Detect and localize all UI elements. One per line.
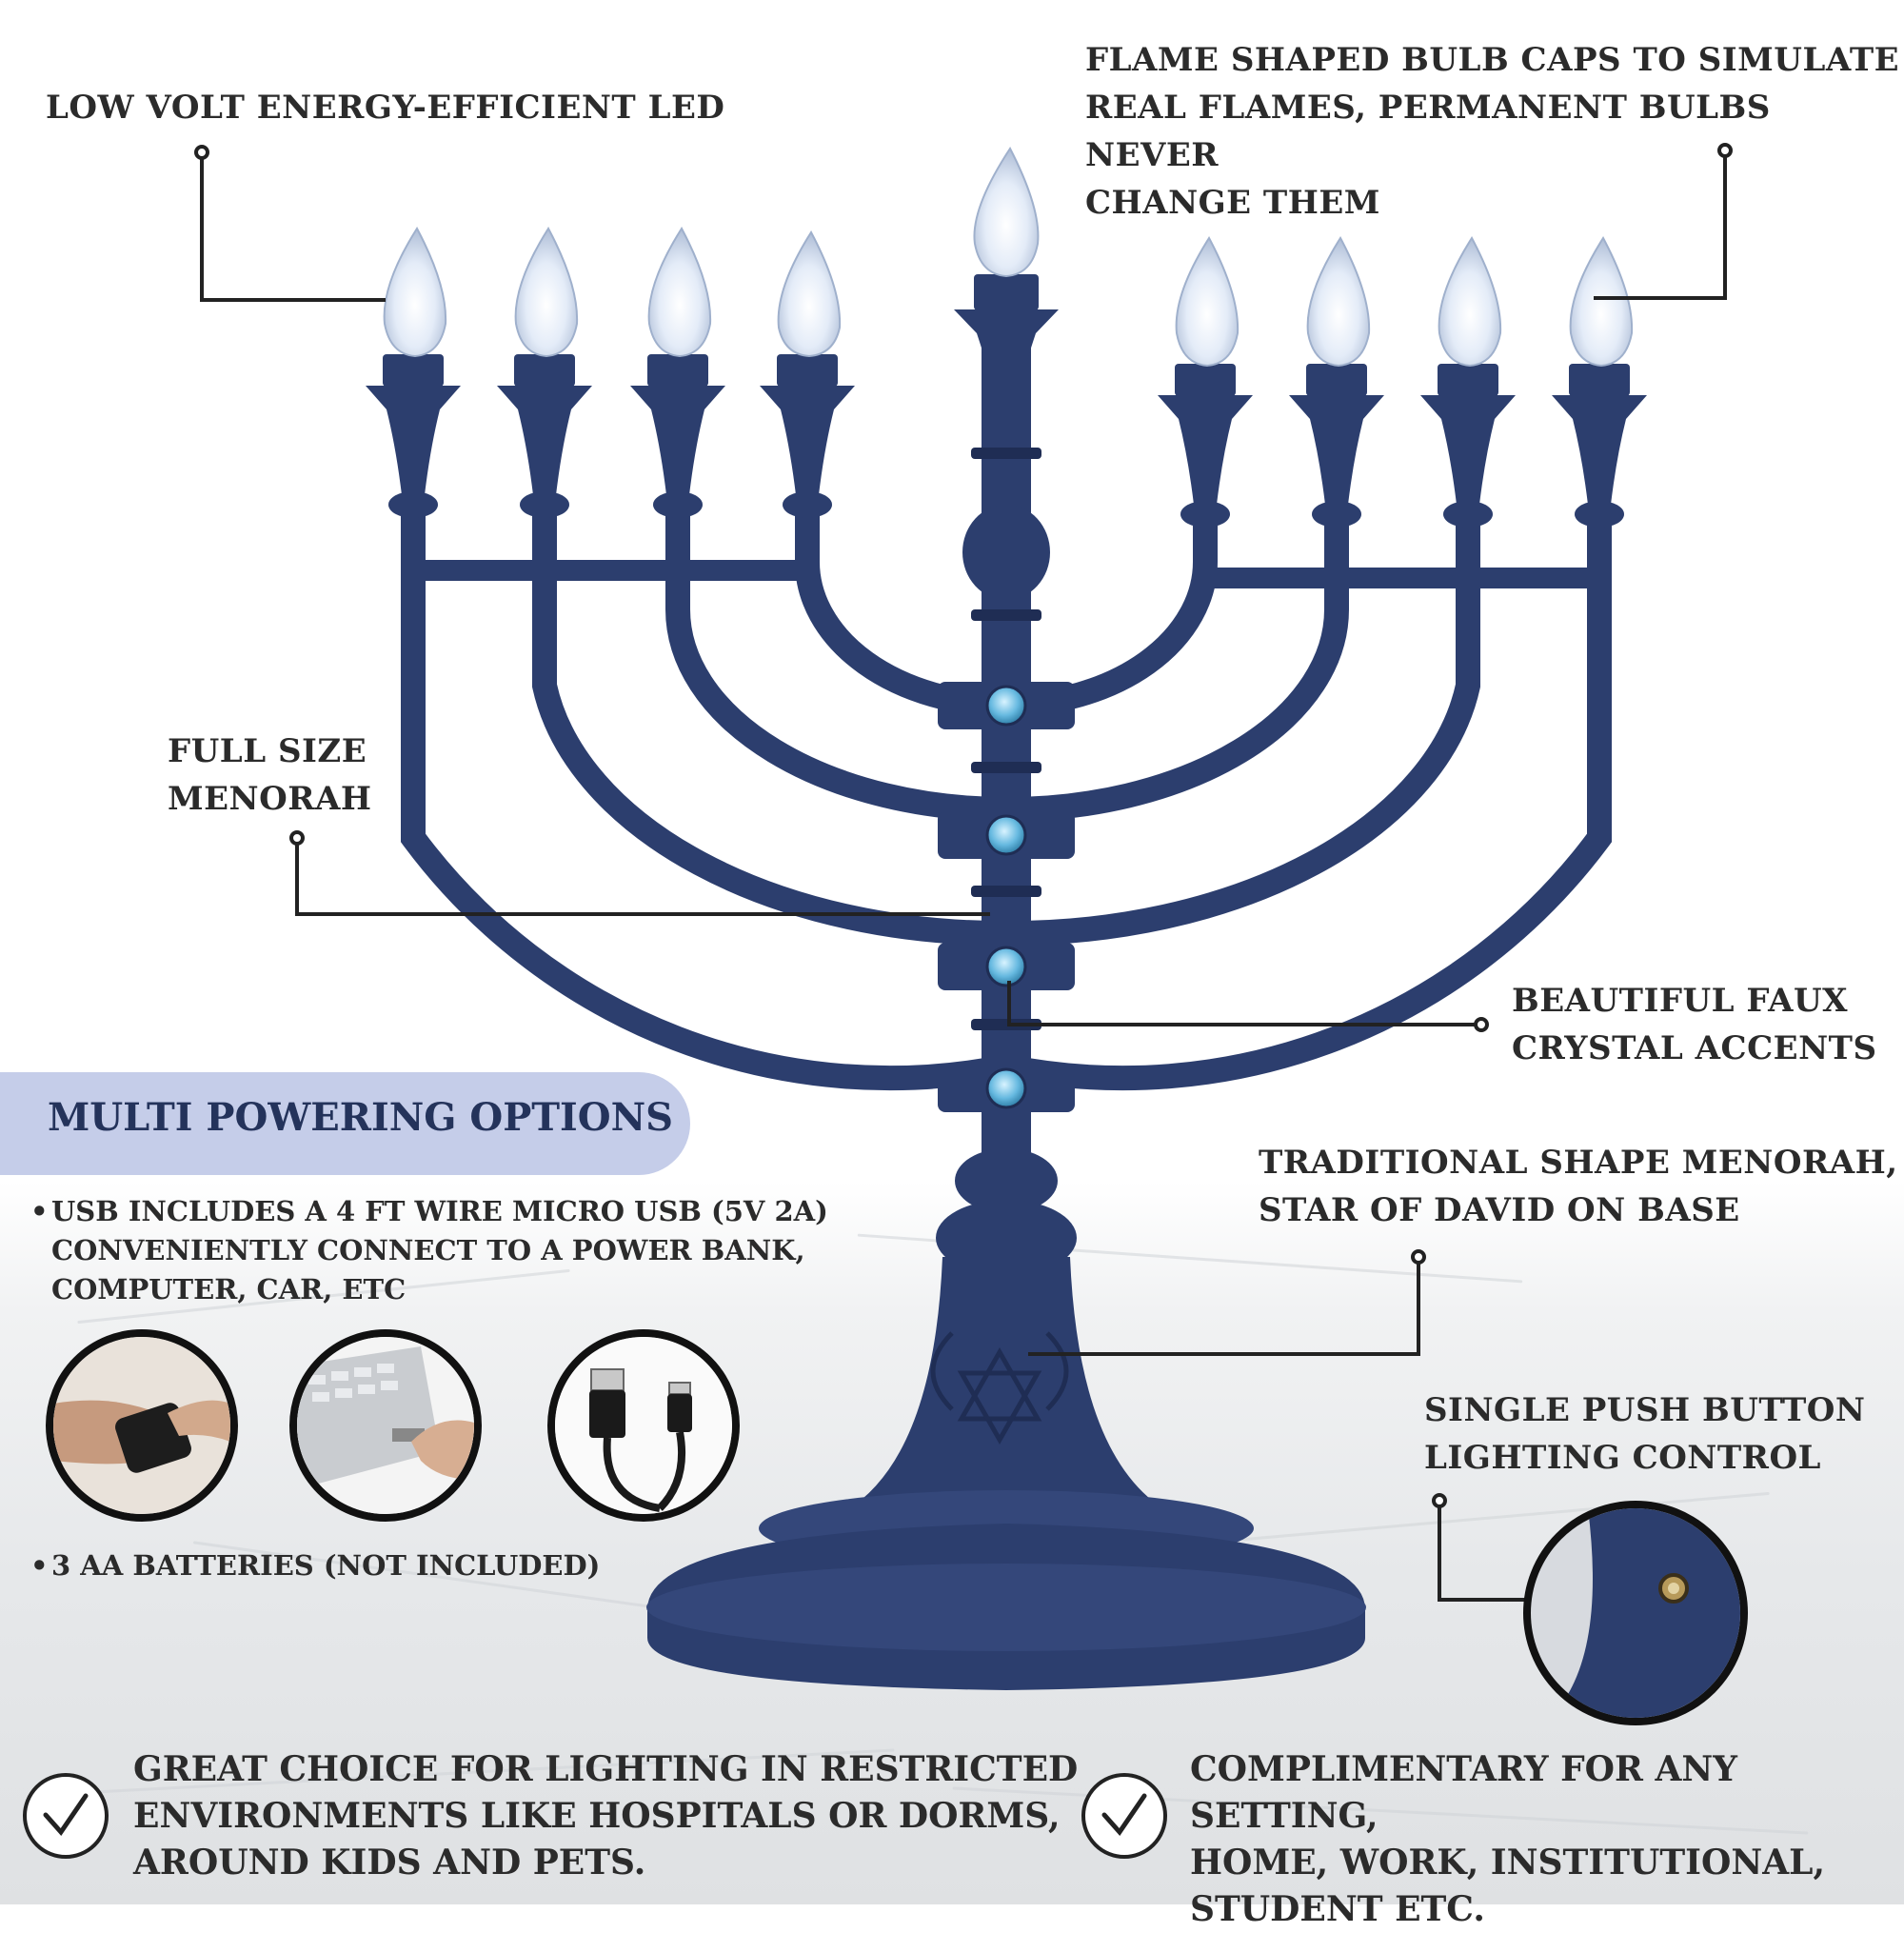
usb-bullet: • USB INCLUDES A 4 FT WIRE MICRO USB (5V… bbox=[30, 1195, 828, 1305]
flame-label: FLAME SHAPED BULB CAPS TO SIMULATE REAL … bbox=[1085, 41, 1900, 222]
laptop-usb-photo-icon bbox=[289, 1329, 482, 1522]
power-options-banner: MULTI POWERING OPTIONS bbox=[0, 1072, 690, 1175]
batteries-bullet: • 3 AA BATTERIES (NOT INCLUDED) bbox=[30, 1549, 601, 1582]
setting-benefit-text: COMPLIMENTARY FOR ANY SETTING, HOME, WOR… bbox=[1190, 1749, 1826, 1929]
push-button-icon bbox=[1550, 1508, 1740, 1718]
traditional-label: TRADITIONAL SHAPE MENORAH, STAR OF DAVID… bbox=[1259, 1144, 1898, 1229]
led-label: LOW VOLT ENERGY-EFFICIENT LED bbox=[46, 89, 725, 127]
checkmark-icon bbox=[1081, 1773, 1167, 1859]
full-size-label: FULL SIZE MENORAH bbox=[168, 732, 372, 818]
push-button-label: SINGLE PUSH BUTTON LIGHTING CONTROL bbox=[1424, 1391, 1866, 1477]
crystal-label: BEAUTIFUL FAUX CRYSTAL ACCENTS bbox=[1512, 982, 1877, 1067]
power-options-title: MULTI POWERING OPTIONS bbox=[48, 1095, 674, 1140]
power-bank-photo-icon bbox=[46, 1329, 238, 1522]
push-button-photo bbox=[1523, 1501, 1748, 1725]
usb-cable-photo-icon bbox=[547, 1329, 740, 1522]
checkmark-icon bbox=[23, 1773, 109, 1859]
restricted-benefit-text: GREAT CHOICE FOR LIGHTING IN RESTRICTED … bbox=[133, 1749, 1079, 1883]
